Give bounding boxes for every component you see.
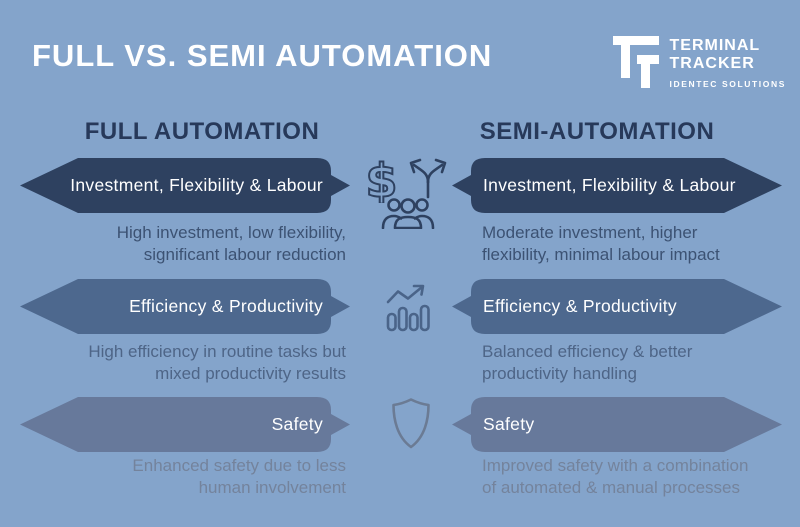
banner-label: Investment, Flexibility & Labour — [70, 175, 323, 195]
ribbon-right-shape — [452, 279, 782, 334]
brand-tagline: IDENTEC SOLUTIONS — [669, 78, 786, 89]
brand-text: TERMINAL TRACKER IDENTEC SOLUTIONS — [670, 36, 786, 89]
ribbon-right-shape — [452, 397, 782, 452]
banner-full-safety: Safety — [20, 397, 350, 452]
ribbon-left-shape — [20, 397, 350, 452]
banner-full-investment: Investment, Flexibility & Labour — [20, 158, 350, 213]
banner-label: Safety — [271, 414, 323, 434]
branch-arrows-icon — [409, 158, 447, 199]
column-header-full-automation: FULL AUTOMATION — [84, 118, 320, 145]
ribbon-left-shape — [20, 279, 350, 334]
ribbon-right-shape — [452, 158, 782, 213]
banner-semi-efficiency: Efficiency & Productivity — [452, 279, 782, 334]
people-group-icon — [381, 198, 435, 229]
banner-label: Efficiency & Productivity — [483, 296, 677, 316]
growth-chart-icon — [386, 284, 430, 332]
ribbon-left-shape — [20, 158, 350, 213]
desc-full-investment: High investment, low flexibility, signif… — [116, 223, 346, 265]
desc-full-efficiency: High efficiency in routine tasks but mix… — [88, 342, 346, 384]
column-header-semi-automation: SEMI-AUTOMATION — [479, 118, 715, 145]
banner-label: Safety — [483, 414, 535, 434]
banner-label: Investment, Flexibility & Labour — [483, 175, 736, 195]
svg-text:$: $ — [365, 157, 397, 203]
brand-line-1: TERMINAL — [669, 37, 761, 54]
banner-semi-safety: Safety — [452, 397, 782, 452]
desc-full-safety: Enhanced safety due to less human involv… — [132, 456, 346, 498]
tt-monogram-icon — [612, 36, 659, 88]
brand-line-2: TRACKER — [669, 54, 755, 72]
desc-semi-safety: Improved safety with a combination of au… — [482, 456, 749, 498]
shield-icon — [392, 398, 430, 449]
desc-semi-efficiency: Balanced efficiency & better productivit… — [482, 342, 693, 384]
banner-semi-investment: Investment, Flexibility & Labour — [452, 158, 782, 213]
page-title: FULL VS. SEMI AUTOMATION — [32, 38, 493, 73]
brand-logo: TERMINAL TRACKER IDENTEC SOLUTIONS — [612, 36, 786, 89]
banner-full-efficiency: Efficiency & Productivity — [20, 279, 350, 334]
desc-semi-investment: Moderate investment, higher flexibility,… — [482, 223, 720, 265]
banner-label: Efficiency & Productivity — [129, 296, 323, 316]
dollar-icon: $ — [364, 157, 398, 203]
